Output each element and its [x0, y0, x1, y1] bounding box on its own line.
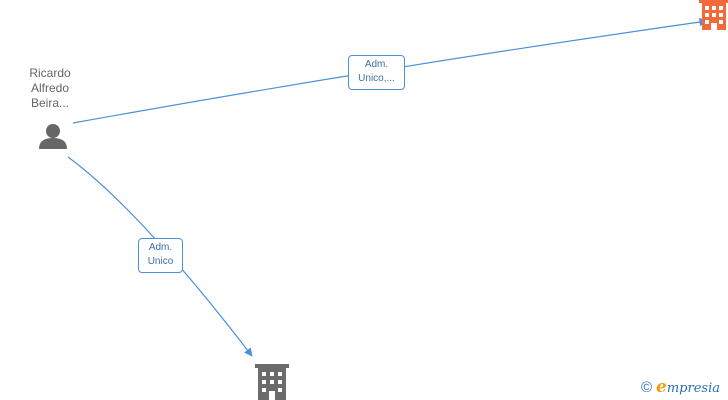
person-icon[interactable] [39, 124, 67, 149]
edge-label-line: Adm. [364, 59, 389, 70]
brand-watermark: © empresia [641, 377, 720, 397]
person-name-line: Beira... [30, 96, 69, 110]
edge-label-line: Unico,... [358, 73, 395, 84]
edge-person-to-company-2 [67, 156, 253, 357]
person-name[interactable]: Ricardo Alfredo Beira... [10, 66, 90, 111]
edge-label-line: Unico [147, 256, 174, 267]
company-building-icon-2[interactable] [255, 364, 289, 400]
brand-logo: empresia [656, 377, 720, 397]
person-name-line: Alfredo [30, 81, 70, 95]
company-building-icon-1[interactable] [699, 0, 728, 30]
person-name-line: Ricardo [29, 66, 71, 80]
edge-label-1[interactable]: Adm. Unico,... [348, 55, 405, 90]
edge-label-2[interactable]: Adm. Unico [138, 238, 183, 273]
edge-label-line: Adm. [148, 242, 173, 253]
copyright-symbol: © [640, 378, 653, 396]
